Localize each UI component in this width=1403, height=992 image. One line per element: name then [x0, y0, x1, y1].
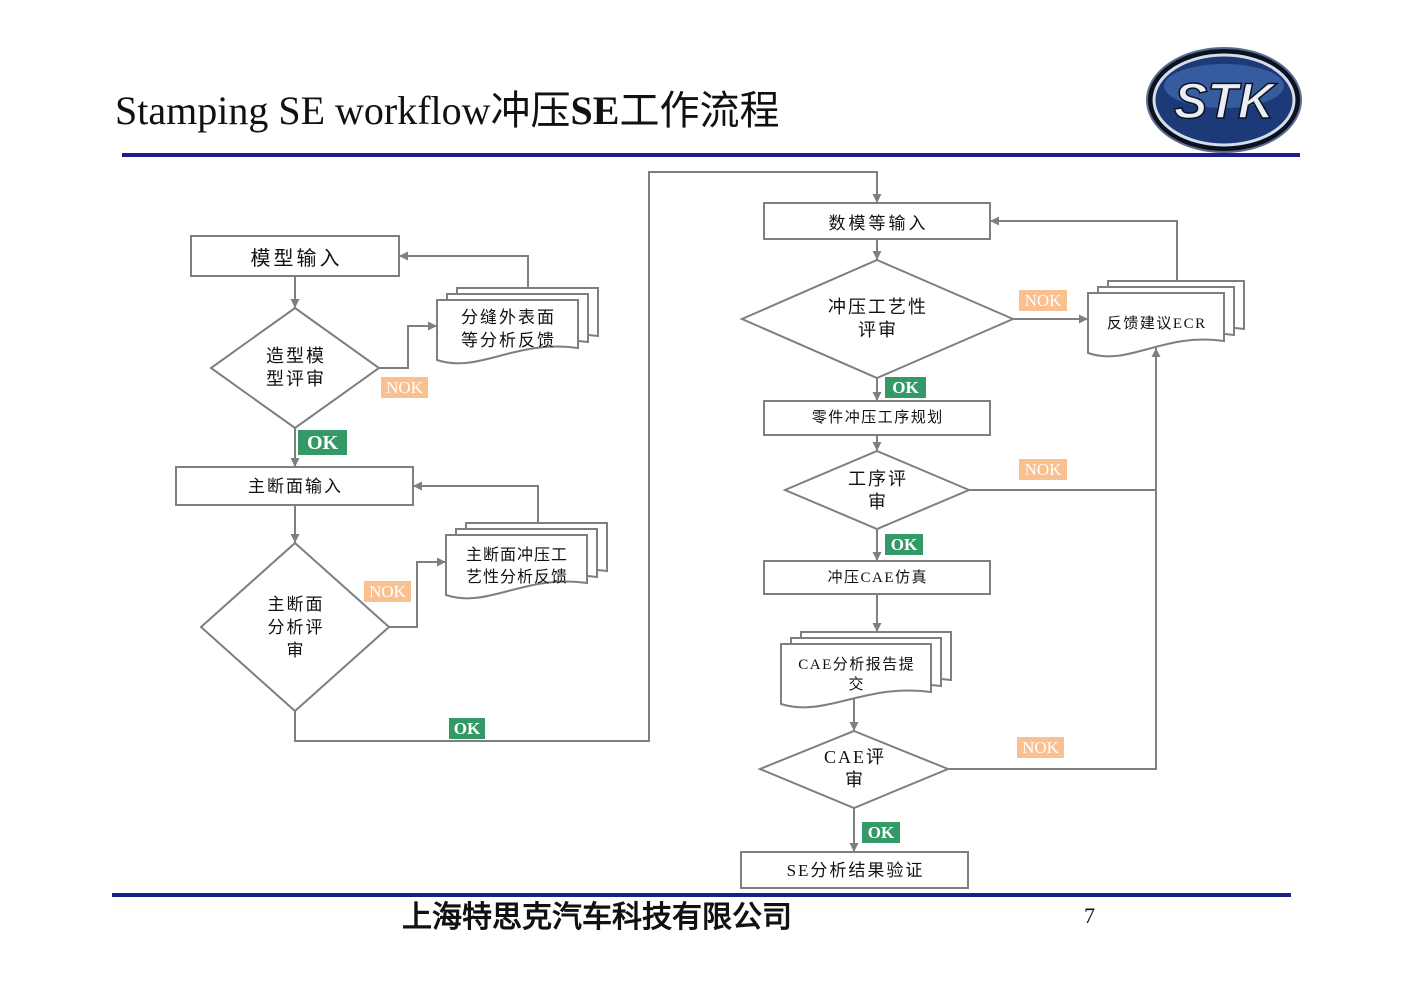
shapes — [175, 202, 1245, 889]
decision-diamond-formability-review — [739, 258, 1016, 380]
process-planning-label: 零件冲压工序规划 — [811, 410, 944, 426]
decision-diamond-process-review — [782, 449, 972, 531]
process-box-process-planning — [763, 400, 991, 436]
title-chinese-prefix: 冲压 — [490, 88, 571, 133]
arrowhead-down — [849, 843, 859, 852]
title-chinese-suffix: 工作流程 — [619, 88, 780, 133]
arrowhead-down — [849, 722, 859, 731]
ok-badge: OK — [298, 430, 347, 455]
process-review-label: 工序评 审 — [848, 469, 908, 512]
connector-section-review-nok — [389, 561, 446, 628]
ok-badge: OK — [885, 534, 923, 555]
arrowhead-down — [872, 194, 882, 203]
document-sheet-front — [780, 643, 932, 709]
arrowhead-left — [413, 481, 422, 491]
title-chinese-bold: SE — [570, 88, 620, 133]
arrowhead-down — [872, 392, 882, 401]
company-logo: STK — [1146, 47, 1302, 153]
decision-diamond-cae-review — [757, 729, 951, 810]
arrowheads — [290, 194, 1161, 852]
arrowhead-down — [872, 552, 882, 561]
document-sheet-front — [445, 534, 588, 600]
process-box-se-verification — [740, 851, 969, 889]
ok-badge: OK — [862, 822, 900, 843]
main-section-input-label: 主断面输入 — [248, 476, 343, 496]
model-input-label: 模型输入 — [250, 247, 343, 270]
surface-gap-feedback-label: 分缝外表面 等分析反馈 — [461, 308, 556, 350]
connector-section-review-ok — [294, 171, 878, 742]
arrowhead-down — [290, 534, 300, 543]
arrowhead-right — [1079, 314, 1088, 324]
arrowhead-right — [428, 321, 437, 331]
decision-diamond-styling-model-review — [209, 306, 381, 430]
nok-badge: NOK — [381, 377, 428, 398]
nok-badge: NOK — [1017, 737, 1064, 758]
nok-badge: NOK — [1019, 459, 1067, 480]
nok-badge: NOK — [364, 581, 411, 602]
arrowhead-down — [872, 442, 882, 451]
process-box-model-input — [190, 235, 400, 277]
cae-simulation-label: 冲压CAE仿真 — [827, 569, 928, 586]
arrowhead-down — [872, 251, 882, 260]
document-stack-cae-report — [780, 631, 952, 709]
cae-report-label: CAE分析报告提 交 — [798, 657, 916, 693]
slide-title: Stamping SE workflow冲压SE工作流程 — [115, 87, 779, 135]
arrowhead-down — [872, 623, 882, 632]
arrowhead-right — [437, 557, 446, 567]
connector-ecr-feedback-to-data-input — [990, 220, 1178, 281]
cae-review-label: CAE评 审 — [824, 747, 886, 790]
formability-review-label: 冲压工艺性 评审 — [828, 297, 928, 340]
connector-surface-feedback-to-model-input — [399, 255, 529, 288]
footer-company-name: 上海特思克汽车科技有限公司 — [402, 901, 792, 934]
title-divider — [122, 153, 1300, 157]
logo-lettering: STK — [1174, 73, 1278, 129]
decision-diamond-main-section-review — [199, 541, 391, 713]
document-stack-surface-gap-feedback — [436, 287, 599, 365]
process-box-main-section-input — [175, 466, 414, 506]
connector-section-feedback-to-section-input — [413, 485, 539, 523]
data-model-input-label: 数模等输入 — [828, 213, 929, 233]
document-stack-section-formability-feedback — [445, 522, 608, 600]
document-sheet-front — [436, 299, 579, 365]
ecr-feedback-label: 反馈建议ECR — [1106, 316, 1207, 332]
connector-styling-review-nok — [379, 325, 437, 369]
title-english: Stamping SE workflow — [115, 88, 491, 133]
section-formability-feedback-label: 主断面冲压工 艺性分析反馈 — [465, 547, 568, 586]
connector-cae-review-nok — [948, 348, 1157, 770]
process-box-cae-simulation — [763, 560, 991, 595]
styling-model-review-label: 造型模 型评审 — [266, 346, 326, 389]
main-section-review-label: 主断面 分析评 审 — [267, 594, 325, 660]
document-sheet-front — [1087, 292, 1225, 358]
nok-badge: NOK — [1019, 290, 1067, 311]
ok-badge: OK — [885, 377, 926, 398]
logo-highlight — [1164, 64, 1284, 108]
document-stack-ecr-feedback — [1087, 280, 1245, 358]
arrowhead-left — [399, 251, 408, 261]
page-number: 7 — [1084, 903, 1095, 928]
arrowhead-down — [290, 299, 300, 308]
arrowhead-left — [990, 216, 999, 226]
footer-divider — [112, 893, 1291, 897]
arrowhead-up — [1151, 348, 1161, 357]
se-verification-label: SE分析结果验证 — [786, 860, 925, 880]
ok-badge: OK — [449, 718, 485, 739]
arrowhead-down — [290, 458, 300, 467]
